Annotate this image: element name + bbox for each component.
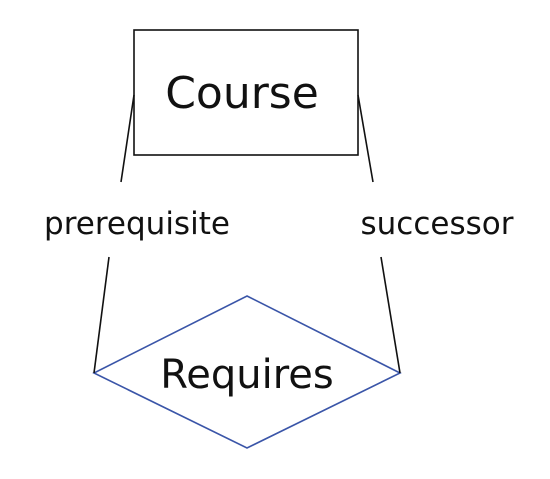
relationship-requires-label: Requires <box>160 352 333 398</box>
relationship-requires-diamond <box>92 295 402 449</box>
successor-line-upper <box>357 94 374 183</box>
role-label-successor: successor <box>361 206 514 242</box>
entity-course-box <box>133 29 359 156</box>
prerequisite-line-lower <box>93 256 110 374</box>
entity-course-label: Course <box>165 68 319 119</box>
role-label-prerequisite: prerequisite <box>44 206 230 242</box>
successor-line-lower <box>380 256 401 374</box>
prerequisite-line-upper <box>120 94 135 183</box>
